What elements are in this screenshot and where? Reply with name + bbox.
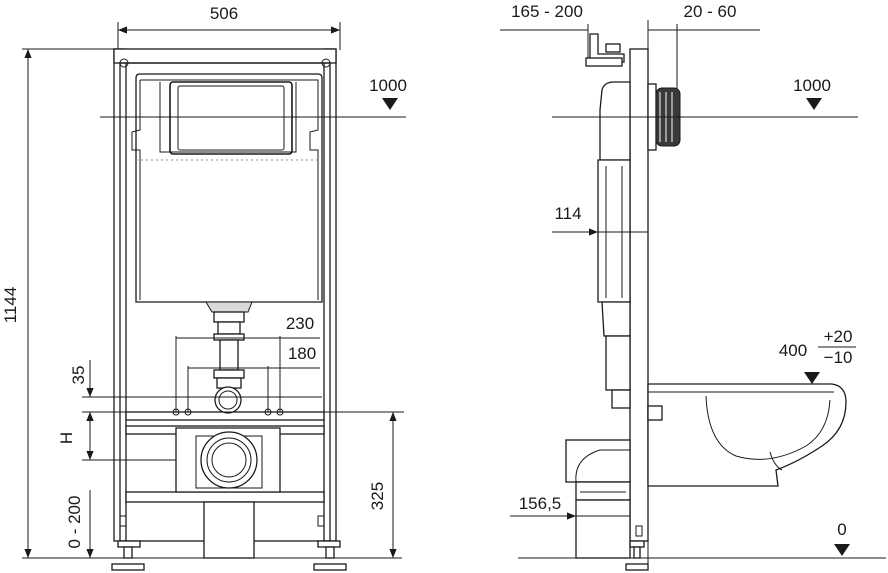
front-level-label: 1000 [369,76,407,95]
front-view: 506 1144 [1,4,407,571]
front-width-label: 506 [210,4,238,23]
side-156-label: 156,5 [519,494,562,513]
front-35-label: 35 [69,366,88,385]
front-35-dimension: 35 [69,360,404,430]
side-level-1000: 1000 [552,76,858,118]
side-level-label: 1000 [793,76,831,95]
front-230-dimension: 230 [175,314,320,412]
installation-frame [113,48,337,542]
front-feet-label: 0 - 200 [65,496,84,549]
front-level-1000: 1000 [100,76,407,118]
side-drain [565,439,631,559]
flush-pipe [205,301,253,414]
front-width-dimension: 506 [117,4,341,50]
frame-feet [111,515,347,571]
front-180-dimension: 180 [187,344,320,412]
front-180-label: 180 [288,344,316,363]
side-top-left-label: 165 - 200 [511,2,583,21]
drain-connector [175,427,281,559]
side-top-left-dimension: 165 - 200 [500,2,589,58]
side-view: 165 - 200 20 - 60 [500,2,886,571]
cistern [131,73,323,303]
front-height-label: 1144 [1,287,20,324]
bowl-height-label: 400 [779,341,807,360]
side-114-dimension: 114 [552,204,648,236]
side-bowl-height-dimension: 400 +20 −10 [779,327,856,384]
side-156-dimension: 156,5 [510,494,630,520]
side-top-right-label: 20 - 60 [684,2,737,21]
front-height-dimension: 1144 [1,48,118,558]
side-114-label: 114 [554,204,581,223]
front-h-label: H [57,432,76,444]
front-325-label: 325 [368,482,387,510]
wc-bowl [647,383,847,487]
side-floor-level: 0 [834,520,850,556]
front-feet-dimension: 0 - 200 [65,490,94,558]
bowl-tolerance-plus: +20 [824,327,853,346]
wall-bracket [585,33,625,67]
flush-plate-opening [169,81,293,155]
bowl-tolerance-minus: −10 [824,348,853,367]
side-frame-post [629,48,649,542]
side-feet [625,525,649,571]
frame-top-rail [113,48,337,64]
front-325-dimension: 325 [368,412,397,558]
side-top-right-dimension: 20 - 60 [648,2,760,58]
front-230-label: 230 [286,314,314,333]
floor-level-label: 0 [837,520,846,539]
side-cistern [597,81,631,409]
